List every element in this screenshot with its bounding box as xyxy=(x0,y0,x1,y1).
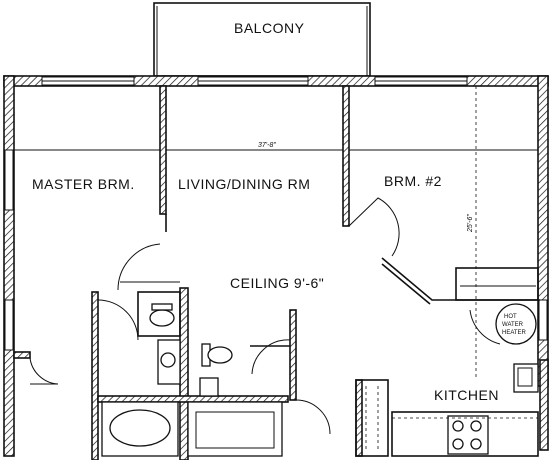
vanity-2 xyxy=(199,377,219,397)
bathroom-1 xyxy=(101,291,181,457)
kitchen-label: KITCHEN xyxy=(434,387,499,403)
toilet-1 xyxy=(149,309,175,327)
kitchen-area xyxy=(355,267,539,457)
water-heater-label-2: WATER xyxy=(502,322,524,328)
living-dining-label: LIVING/DINING RM xyxy=(178,176,310,192)
water-heater-label-3: HEATER xyxy=(502,330,527,336)
balcony-label: BALCONY xyxy=(234,20,305,36)
interior-walls xyxy=(13,85,549,460)
dimension-width: 37'-8" xyxy=(14,142,538,151)
width-dimension-label: 37'-8" xyxy=(258,142,276,149)
water-heater: HOT WATER HEATER xyxy=(469,303,537,345)
stove xyxy=(447,415,489,455)
water-heater-label-1: HOT xyxy=(504,314,517,320)
ceiling-height-label: CEILING 9'-6" xyxy=(230,275,324,291)
bedroom-2-label: BRM. #2 xyxy=(384,173,442,189)
depth-dimension-label: 25'-6" xyxy=(467,214,474,233)
dimension-depth: 25'-6" xyxy=(467,86,477,380)
master-bedroom-label: MASTER BRM. xyxy=(32,176,135,192)
balcony xyxy=(153,2,371,77)
kitchen-counter xyxy=(391,411,539,457)
bathroom-2 xyxy=(187,343,283,457)
bathtub-2 xyxy=(187,401,283,457)
sink-1 xyxy=(160,352,176,368)
exterior-walls xyxy=(3,75,549,457)
